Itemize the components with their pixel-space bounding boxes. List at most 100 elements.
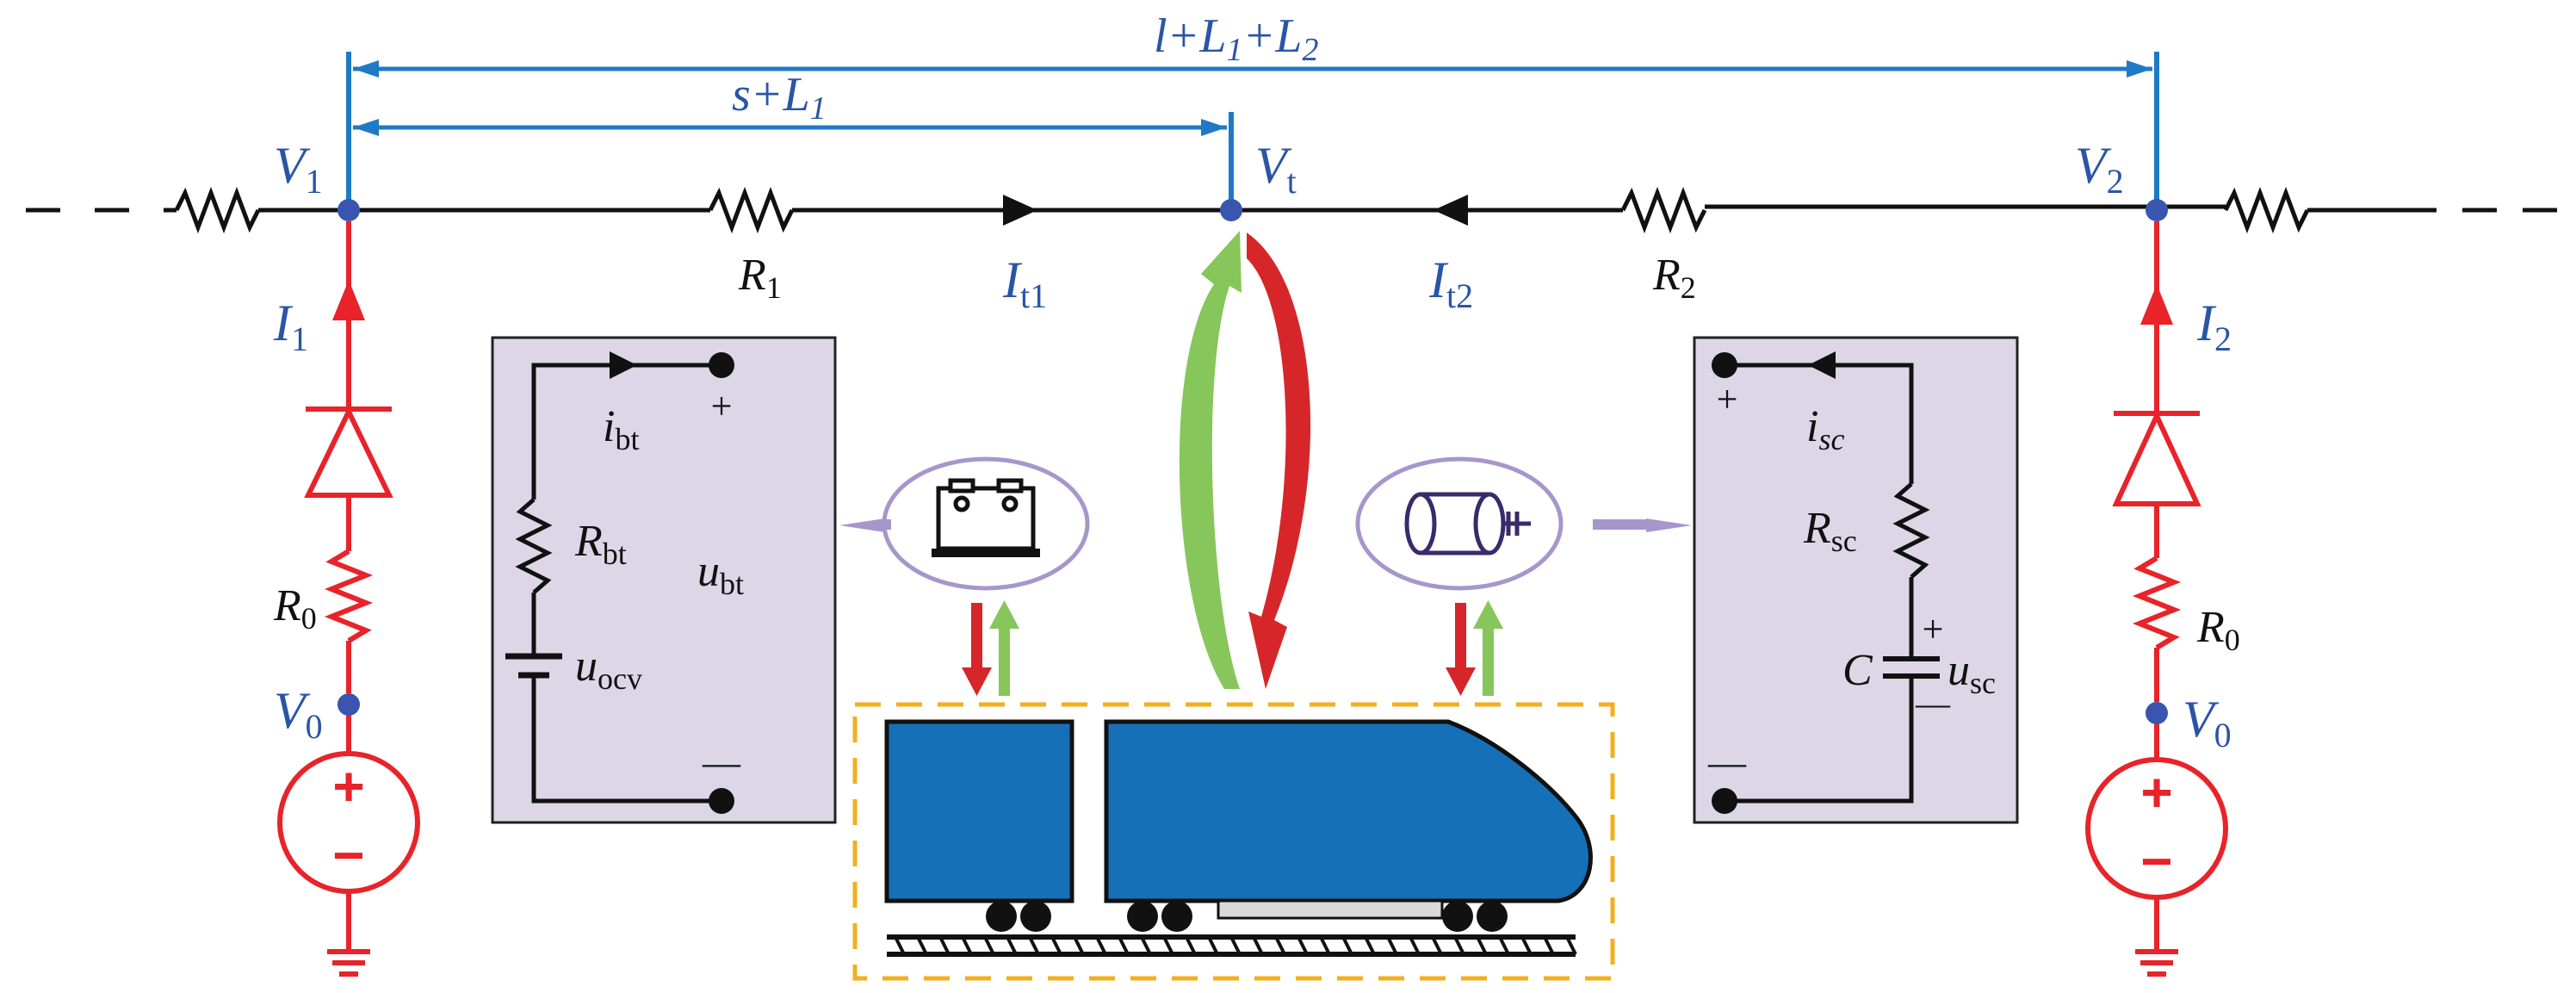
source-minus-right: − [2140,830,2172,892]
dim-arrow-total [353,60,2152,78]
resistor-r2 [1620,186,1707,234]
resistor-r1 [708,186,795,234]
track-sleeper [1520,936,1533,955]
track-sleeper [1341,936,1353,955]
sc-terminal-plus [1712,352,1737,378]
track-sleeper [1162,936,1174,955]
substation-right: + − I2 R0 V0 [2085,221,2240,977]
track-sleeper [1185,936,1197,955]
supercapacitor-icon [1404,492,1531,555]
resistor-rbt [515,498,553,594]
track-sleeper [1409,936,1421,955]
label-r1: R1 [738,251,782,305]
label-v2: V2 [2075,137,2124,201]
label-i1: I1 [273,295,308,358]
track-sleeper [894,936,906,955]
label-v0-left: V0 [274,682,323,746]
label-usc: usc [1947,646,1996,700]
it2-arrow-icon [1434,195,1468,226]
sc-plus-sign: + [1717,378,1738,420]
source-minus-left: − [332,824,364,886]
track-sleeper [1095,936,1107,955]
i2-arrow-icon [2140,284,2173,325]
dim-partial-label: s+L1 [732,68,827,127]
label-v0-right: V0 [2183,691,2232,754]
battery-plus-sign: + [711,385,733,427]
track-sleeper [1252,936,1264,955]
source-plus-right: + [2140,761,2172,823]
track-sleeper [1543,936,1555,955]
track-sleeper [1028,936,1040,955]
red-curved-arrow-icon [1247,233,1311,689]
label-uocv: uocv [575,642,642,696]
dim-arrow-partial [353,119,1227,136]
supercap-icon-oval [1355,456,1564,591]
supercap-power-arrows [1446,600,1503,696]
label-it1: It1 [1002,251,1047,315]
track-sleeper [1050,936,1062,955]
track-sleeper [1274,936,1286,955]
rail-resistor-right [2223,186,2310,234]
track-sleeper [1498,936,1510,955]
label-rbt: Rbt [574,517,627,571]
green-curved-arrow-icon [1179,231,1242,689]
battery-icon-oval [882,456,1090,591]
battery-terminal-minus [709,788,734,814]
label-ubt: ubt [697,547,744,601]
label-isc: isc [1806,402,1844,456]
track-sleeper [983,936,995,955]
sc-minus-sign: — [1707,742,1747,784]
isc-arrow-icon [1808,351,1836,379]
label-rsc: Rsc [1803,504,1857,558]
track-sleeper [1431,936,1443,955]
battery-link-arrow [839,518,891,532]
battery-power-arrows [962,600,1019,696]
source-plus-left: + [332,755,364,817]
battery-icon [932,478,1040,557]
battery-terminal-plus [709,352,734,378]
track-sleeper [961,936,973,955]
circulation-arrows [1179,231,1311,689]
sc-terminal-minus [1712,788,1737,814]
supercap-link-arrow [1593,518,1692,532]
track-sleeper [1140,936,1152,955]
train-dashed-outline [852,702,1615,981]
track-sleeper [1207,936,1219,955]
supercap-model-box: + — + — isc Rsc C usc [1693,336,2019,824]
track-sleeper [1073,936,1085,955]
rail-line [26,186,2557,234]
node-v0-left [337,693,360,716]
train-icon [852,702,1615,981]
track-sleeper [1453,936,1465,955]
dimension-lines [346,52,2159,210]
node-v1 [337,199,360,221]
ibt-arrow-icon [610,351,637,379]
cap-plus-sign: + [1923,608,1944,650]
label-i2: I2 [2196,295,2232,358]
track-sleeper [1006,936,1018,955]
track-sleeper [1386,936,1398,955]
label-vt: Vt [1255,137,1297,201]
node-vt [1220,199,1242,221]
label-r0-left: R0 [273,581,317,636]
node-v0-right [2146,702,2168,724]
substation-left: + − I1 R0 V0 [273,221,420,977]
dim-total-label: l+L1+L2 [1154,9,1318,68]
track-sleeper [1364,936,1376,955]
track-sleeper [1229,936,1242,955]
rail-resistor-left [174,186,261,234]
label-r0-right: R0 [2196,603,2240,657]
label-r2: R2 [1652,251,1696,305]
track-sleeper [1297,936,1309,955]
resistor-rsc [1892,482,1930,579]
track-sleeper [938,936,951,955]
track-sleeper [1118,936,1130,955]
i1-arrow-icon [332,280,365,320]
battery-model-box: + — ibt Rbt ubt uocv [491,336,837,824]
track-sleeper [1565,936,1577,955]
battery-minus-sign: — [702,742,741,784]
cap-minus-sign: — [1915,684,1951,723]
track-sleeper [1319,936,1331,955]
node-v2 [2146,199,2168,221]
